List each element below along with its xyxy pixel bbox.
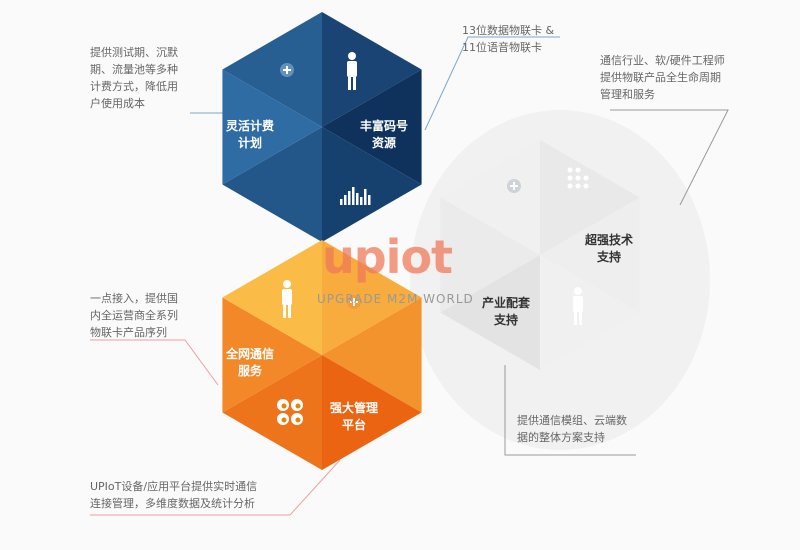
- plus-icon: [347, 295, 361, 309]
- leader-line: [90, 459, 341, 516]
- plus-icon: [280, 63, 294, 77]
- plus-icon: [507, 179, 521, 193]
- orange-hexagon-facet: [322, 297, 422, 413]
- upiot-logo: upiot: [322, 230, 453, 284]
- label-network-service: 全网通信 服务: [226, 347, 275, 378]
- note-industry: 提供通信模组、云端数 据的整体方案支持: [517, 414, 627, 444]
- orange-hexagon: [222, 240, 422, 470]
- gray-hexagon: [440, 140, 640, 370]
- label-flexible-billing: 灵活计费 计划: [226, 119, 275, 150]
- bar-chart-icon: [340, 187, 371, 205]
- blue-hexagon-facet: [322, 12, 422, 127]
- orange-hexagon-facet: [322, 355, 422, 470]
- label-tech-support: 超强技术 支持: [585, 233, 634, 264]
- pie-charts-icon: [277, 399, 303, 425]
- blue-hexagon: [222, 12, 422, 242]
- blue-hexagon-facet: [222, 69, 322, 185]
- orange-hexagon-facet: [222, 355, 322, 470]
- orange-hexagon-facet: [322, 240, 422, 355]
- blue-hexagon-facet: [322, 69, 422, 185]
- label-management-platform: 强大管理 平台: [330, 401, 379, 432]
- note-network: 一点接入，提供国 内全运营商全系列 物联卡产品序列: [90, 292, 178, 339]
- leader-line: [424, 36, 560, 131]
- orange-hexagon-facet: [222, 240, 322, 355]
- label-rich-numbers: 丰富码号 资源: [360, 119, 409, 150]
- leader-line: [610, 109, 729, 206]
- label-industry-support: 产业配套 支持: [482, 296, 531, 327]
- blue-hexagon-facet: [222, 127, 322, 242]
- gray-hexagon-facet: [440, 255, 540, 370]
- leader-line: [504, 365, 636, 456]
- gray-hexagon-facet: [540, 255, 640, 370]
- note-billing: 提供测试期、沉默 期、流量池等多种 计费方式，降低用 户使用成本: [90, 46, 178, 110]
- note-platform: UPIoT设备/应用平台提供实时通信 连接管理，多维度数据及统计分析: [90, 480, 258, 510]
- note-tech: 通信行业、软/硬件工程师 提供物联产品全生命周期 管理和服务: [600, 54, 725, 101]
- person-idea-icon: [573, 287, 583, 325]
- orange-hexagon-facet: [222, 297, 322, 413]
- person-with-card-icon: [347, 52, 357, 90]
- gray-hexagon-facet: [540, 197, 640, 313]
- logo-tagline: UPGRADE M2M WORLD: [317, 292, 474, 306]
- person-phone-icon: [282, 280, 292, 318]
- blue-hexagon-facet: [222, 12, 322, 127]
- leader-line: [90, 339, 219, 386]
- gray-hexagon-facet: [440, 140, 540, 255]
- gray-hexagon-facet: [540, 140, 640, 255]
- gray-hexagon-facet: [440, 197, 540, 313]
- blue-hexagon-facet: [322, 127, 422, 242]
- note-numbers: 13位数据物联卡 & 11位语音物联卡: [462, 24, 555, 54]
- network-icon: [567, 167, 589, 189]
